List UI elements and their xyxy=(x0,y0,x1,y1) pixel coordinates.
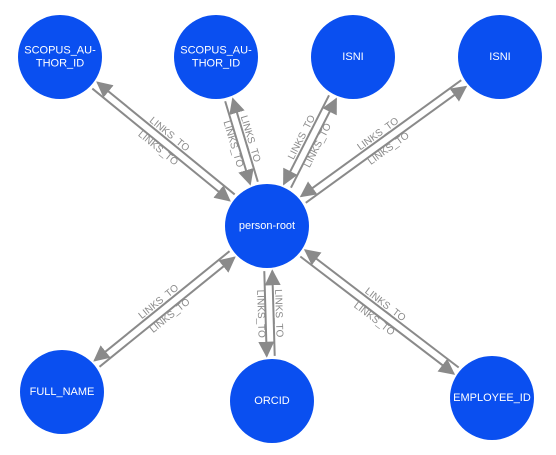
edge-fwd-n3[interactable] xyxy=(282,94,330,186)
nodes-layer: SCOPUS_AU-THOR_ID SCOPUS_AU-THOR_ID ISNI IS… xyxy=(18,15,542,443)
edge-pair-n6: LINKS_TO LINKS_TO xyxy=(254,269,285,358)
edge-fwd-n7[interactable] xyxy=(303,249,460,369)
node-orcid-6-circle[interactable] xyxy=(230,359,314,443)
node-scopus-au-thor-id-1-circle[interactable] xyxy=(18,15,102,99)
edge-back-n5[interactable] xyxy=(93,250,231,362)
node-scopus-au-thor-id-1[interactable]: SCOPUS_AU-THOR_ID xyxy=(18,15,102,99)
edge-fwd-n4[interactable] xyxy=(299,79,462,198)
edge-back-n7[interactable] xyxy=(299,255,456,375)
node-person-root-circle[interactable] xyxy=(225,184,309,268)
edge-back-n3[interactable] xyxy=(290,97,338,189)
edge-back-n6[interactable] xyxy=(258,271,275,358)
node-full-name-5[interactable]: FULL_NAME xyxy=(20,350,104,434)
node-full-name-5-circle[interactable] xyxy=(20,350,104,434)
node-person-root[interactable]: person-root xyxy=(225,184,309,268)
node-isni-4-circle[interactable] xyxy=(458,15,542,99)
node-isni-3[interactable]: ISNI xyxy=(311,15,395,99)
edge-fwd-n6[interactable] xyxy=(264,269,281,356)
edge-fwd-n1[interactable] xyxy=(91,87,231,202)
node-scopus-au-thor-id-2[interactable]: SCOPUS_AU-THOR_ID xyxy=(174,15,258,99)
node-isni-3-circle[interactable] xyxy=(311,15,395,99)
node-isni-4[interactable]: ISNI xyxy=(458,15,542,99)
edge-back-n1[interactable] xyxy=(96,81,236,196)
node-scopus-au-thor-id-2-circle[interactable] xyxy=(174,15,258,99)
node-orcid-6[interactable]: ORCID xyxy=(230,359,314,443)
node-employee-id-7[interactable]: EMPLOYEE_ID xyxy=(450,356,534,440)
edge-fwd-n2[interactable] xyxy=(224,100,254,186)
edge-label: LINKS_TO xyxy=(272,289,284,338)
edge-fwd-n5[interactable] xyxy=(98,256,236,368)
edge-label: LINKS_TO xyxy=(254,290,266,339)
edge-back-n2[interactable] xyxy=(229,97,259,183)
edge-back-n4[interactable] xyxy=(305,85,468,204)
node-employee-id-7-circle[interactable] xyxy=(450,356,534,440)
